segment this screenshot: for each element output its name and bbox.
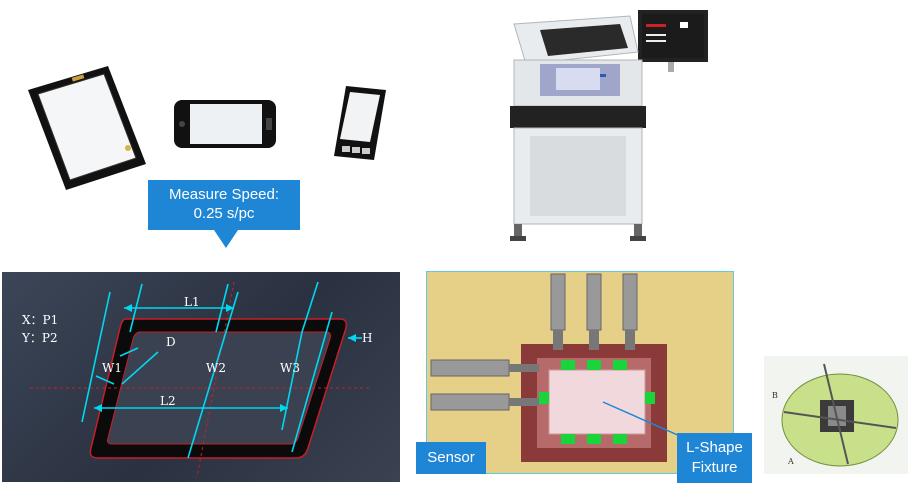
fixture-cad-view: B A bbox=[764, 356, 908, 474]
down-arrow-icon bbox=[214, 230, 238, 248]
label-w1: W1 bbox=[102, 361, 122, 375]
phone-glass-panel bbox=[174, 100, 276, 148]
fixture-illustration bbox=[430, 273, 690, 462]
label-l2: L2 bbox=[160, 394, 176, 408]
measure-speed-label: Measure Speed: bbox=[168, 186, 280, 203]
measuring-machine bbox=[510, 10, 708, 241]
measurement-diagram-panel: L1 L2 W1 W2 W3 D H X：P1 Y：P2 bbox=[2, 272, 400, 482]
measure-speed-callout: Measure Speed: 0.25 s/pc bbox=[148, 180, 300, 230]
label-l1: L1 bbox=[184, 295, 200, 309]
l-shape-label-line2: Fixture bbox=[691, 459, 738, 476]
glass-sample bbox=[548, 369, 646, 435]
l-shape-label-line1: L-Shape bbox=[686, 439, 743, 456]
dimension-lines bbox=[81, 281, 362, 459]
label-w2: W2 bbox=[206, 361, 226, 375]
label-h: H bbox=[362, 331, 372, 345]
fixture-green-pads bbox=[539, 360, 655, 444]
sensor-callout: Sensor bbox=[416, 442, 486, 474]
top-sensors bbox=[550, 273, 638, 350]
l-shape-fixture-callout: L-Shape Fixture bbox=[677, 433, 752, 483]
smartphone-glass-panel bbox=[334, 86, 386, 160]
coord-x-label: X：P1 bbox=[22, 313, 58, 327]
measurement-diagram: L1 L2 W1 W2 W3 D H X：P1 Y：P2 bbox=[21, 281, 372, 478]
label-w3: W3 bbox=[280, 361, 300, 375]
side-sensors bbox=[430, 359, 539, 411]
cad-label-b: B bbox=[772, 391, 778, 400]
tablet-glass-panel bbox=[28, 66, 146, 190]
coord-y-label: Y：P2 bbox=[21, 331, 58, 345]
measure-speed-value: 0.25 s/pc bbox=[193, 205, 255, 222]
label-d: D bbox=[166, 335, 176, 349]
cad-label-a: A bbox=[787, 457, 794, 466]
